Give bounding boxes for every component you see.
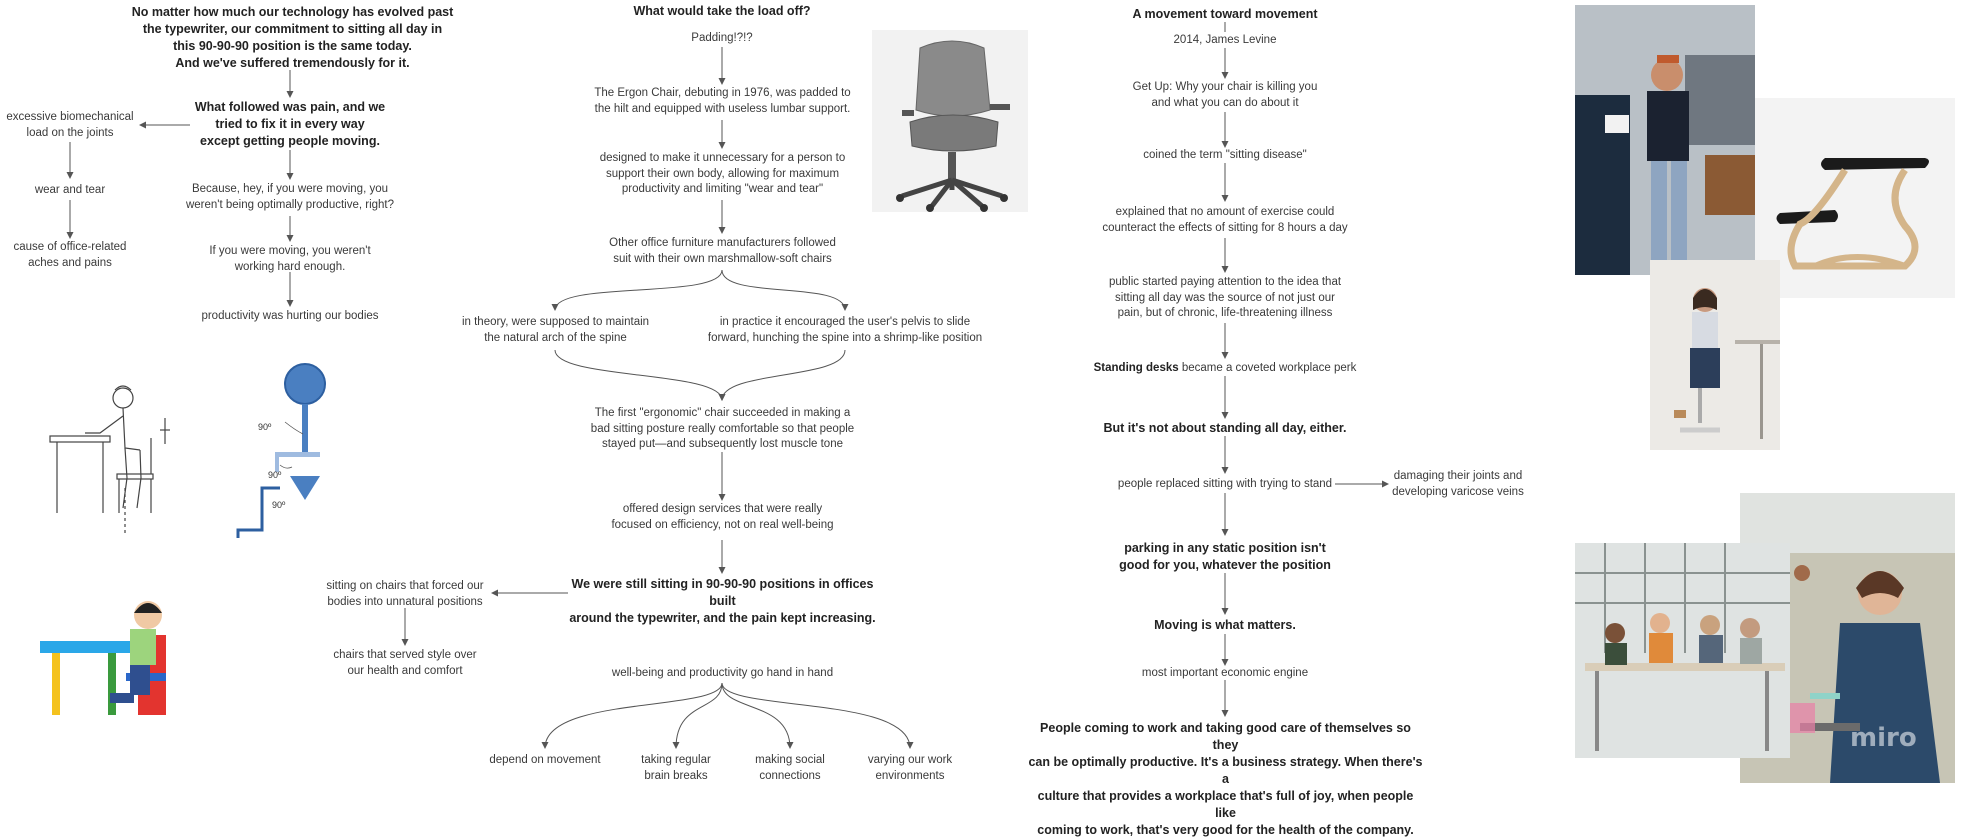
ergon-chair-photo (872, 30, 1028, 212)
branch-depend-on-movement: depend on movement (489, 754, 601, 766)
branch-work-environments: varying our work environments (867, 754, 953, 782)
team-collaboration-photo (1575, 543, 1790, 758)
in-practice-note: in practice it encouraged the user's pel… (707, 316, 983, 344)
standing-desks-bold: Standing desks (1093, 362, 1179, 374)
in-theory-note: in theory, were supposed to maintain the… (461, 316, 650, 344)
productivity-hurting-note: productivity was hurting our bodies (201, 310, 379, 322)
first-ergonomic-note: The first "ergonomic" chair succeeded in… (590, 407, 855, 450)
woman-on-stool-photo (1650, 260, 1780, 450)
levine-note: 2014, James Levine (1173, 34, 1277, 46)
exercise-note: explained that no amount of exercise cou… (1102, 206, 1348, 234)
moving-matters-heading: Moving is what matters. (1154, 618, 1296, 632)
standing-desks-rest: became a coveted workplace perk (1178, 362, 1357, 374)
biomechanical-load-note: excessive biomechanical load on the join… (6, 111, 134, 139)
ergon-chair-note: The Ergon Chair, debuting in 1976, was p… (594, 87, 851, 115)
aches-and-pains-note: cause of office-related aches and pains (13, 241, 127, 269)
because-note: Because, hey, if you were moving, you we… (185, 183, 395, 211)
standing-desks-note: Standing desks became a coveted workplac… (1080, 361, 1370, 377)
wear-and-tear-note: wear and tear (34, 184, 106, 196)
angle-label-bottom: 90º (272, 500, 286, 510)
padding-note: Padding!?!? (691, 32, 753, 44)
ninety-degree-diagram: 90º 90º 90º (236, 363, 326, 538)
standing-desk-man-photo (1575, 5, 1755, 275)
not-standing-heading: But it's not about standing all day, eit… (1103, 421, 1347, 435)
final-quote: People coming to work and taking good ca… (1028, 721, 1423, 837)
angle-label-top: 90º (258, 422, 272, 432)
unnatural-positions-note: sitting on chairs that forced our bodies… (326, 580, 484, 608)
if-moving-note: If you were moving, you weren't working … (209, 245, 371, 273)
static-position-heading: parking in any static position isn't goo… (1119, 541, 1331, 572)
varicose-veins-note: damaging their joints and developing var… (1392, 470, 1524, 498)
economic-engine-note: most important economic engine (1141, 667, 1309, 679)
replaced-sitting-note: people replaced sitting with trying to s… (1117, 478, 1333, 490)
movement-heading: A movement toward movement (1132, 7, 1318, 21)
public-attention-note: public started paying attention to the i… (1108, 276, 1342, 319)
posture-sketch-image (49, 385, 170, 536)
offered-design-note: offered design services that were really… (611, 503, 834, 531)
child-at-desk-photo (30, 573, 184, 733)
still-sitting-heading: We were still sitting in 90-90-90 positi… (569, 577, 876, 625)
other-manufacturers-note: Other office furniture manufacturers fol… (609, 237, 836, 265)
wellbeing-productivity-note: well-being and productivity go hand in h… (611, 667, 834, 679)
miro-watermark: miro (1850, 723, 1917, 753)
kneeling-chair-photo (1755, 98, 1955, 298)
branch-brain-breaks: taking regular brain breaks (641, 754, 711, 782)
designed-note: designed to make it unnecessary for a pe… (599, 152, 846, 195)
style-over-health-note: chairs that served style over our health… (333, 649, 477, 677)
get-up-book-note: Get Up: Why your chair is killing you an… (1132, 81, 1318, 109)
sitting-disease-note: coined the term "sitting disease" (1143, 149, 1307, 161)
headline-90-90-90: No matter how much our technology has ev… (131, 5, 454, 70)
branch-social-connections: making social connections (755, 754, 825, 782)
question-heading: What would take the load off? (633, 4, 811, 18)
connector-lines (66, 22, 1389, 749)
pain-heading: What followed was pain, and we tried to … (194, 100, 386, 148)
angle-label-middle: 90º (268, 470, 282, 480)
